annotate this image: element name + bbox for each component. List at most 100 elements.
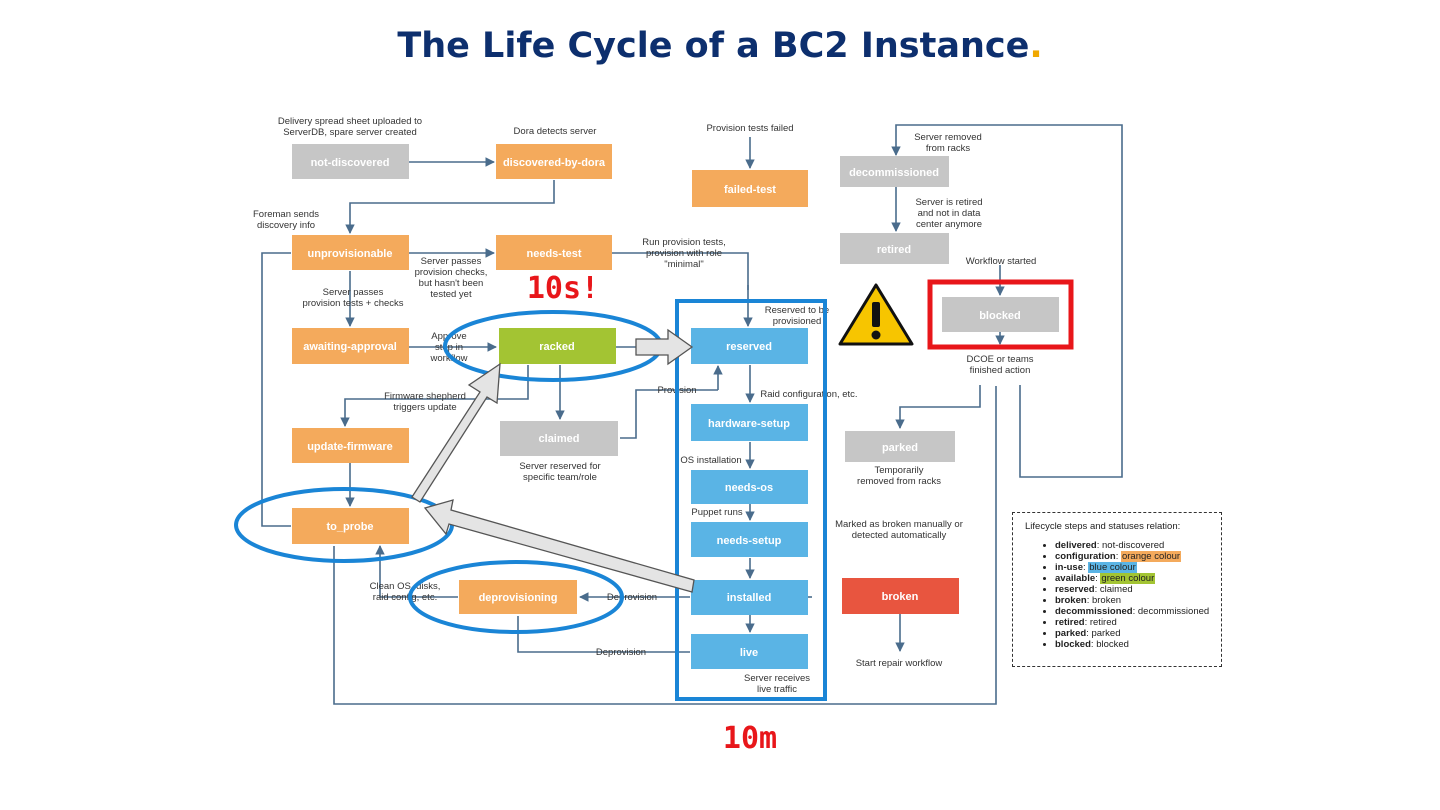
note-retired: and not in data xyxy=(918,208,982,219)
note-passes-checks: but hasn't been xyxy=(419,278,484,289)
legend-item-key: configuration xyxy=(1055,551,1116,562)
node-update-firmware: update-firmware xyxy=(292,428,409,463)
note-clean: raid config, etc. xyxy=(373,592,437,603)
legend-item: in-use: blue colour xyxy=(1055,562,1213,573)
node-needs-test: needs-test xyxy=(496,235,612,270)
svg-text:decommissioned: decommissioned xyxy=(849,167,939,179)
svg-text:hardware-setup: hardware-setup xyxy=(708,418,790,430)
legend-item-key: delivered xyxy=(1055,540,1097,551)
node-awaiting-approval: awaiting-approval xyxy=(292,328,409,364)
legend-item-value: blocked xyxy=(1096,639,1129,650)
legend-item: broken: broken xyxy=(1055,595,1213,606)
legend-item-key: parked xyxy=(1055,628,1087,639)
legend-item-key: broken xyxy=(1055,595,1087,606)
legend-item-key: available xyxy=(1055,573,1096,584)
svg-text:deprovisioning: deprovisioning xyxy=(479,592,558,604)
legend-item: parked: parked xyxy=(1055,628,1213,639)
note-broken: detected automatically xyxy=(852,530,947,541)
node-hardware-setup: hardware-setup xyxy=(691,404,808,441)
note-reserved-prov: Reserved to be xyxy=(765,305,829,316)
svg-text:discovered-by-dora: discovered-by-dora xyxy=(503,157,606,169)
legend-item-key: decommissioned xyxy=(1055,606,1133,617)
to-probe-to-racked-arrow xyxy=(411,362,501,503)
node-blocked: blocked xyxy=(942,297,1059,332)
legend-item: retired: retired xyxy=(1055,617,1213,628)
svg-text:needs-test: needs-test xyxy=(526,248,581,260)
note-approve: workflow xyxy=(430,353,468,364)
node-deprovisioning: deprovisioning xyxy=(459,580,577,614)
note-traffic: live traffic xyxy=(757,684,797,695)
legend-item-value: not-discovered xyxy=(1102,540,1165,551)
blocked-highlight-box xyxy=(927,279,1074,350)
note-workflow-started: Workflow started xyxy=(966,256,1037,267)
note-puppet: Puppet runs xyxy=(691,507,742,518)
note-srv-removed: Server removed xyxy=(914,132,982,143)
note-srv-removed: from racks xyxy=(926,143,971,154)
note-temp-removed: removed from racks xyxy=(857,476,941,487)
note-retired: center anymore xyxy=(916,219,982,230)
note-prov-failed: Provision tests failed xyxy=(706,123,793,134)
legend-item-key: blocked xyxy=(1055,639,1091,650)
svg-text:needs-setup: needs-setup xyxy=(717,535,782,547)
legend-item: available: green colour xyxy=(1055,573,1213,584)
node-racked: racked xyxy=(499,328,616,364)
node-not-discovered: not-discovered xyxy=(292,144,409,179)
legend-item-value: blue colour xyxy=(1088,562,1137,573)
legend-item-value: retired xyxy=(1089,617,1117,628)
note-deprovision: Deprovision xyxy=(607,592,657,603)
note-firmware: Firmware shepherd xyxy=(384,391,466,402)
legend-item-value: parked xyxy=(1091,628,1121,639)
note-broken: Marked as broken manually or xyxy=(835,519,963,530)
callout-fast: 10s! xyxy=(527,271,599,306)
svg-text:needs-os: needs-os xyxy=(725,482,773,494)
svg-text:retired: retired xyxy=(877,244,911,256)
racked-to-reserved-arrow xyxy=(635,328,694,366)
title-text: The Life Cycle of a BC2 Instance xyxy=(397,26,1030,66)
svg-text:blocked: blocked xyxy=(979,310,1021,322)
svg-text:installed: installed xyxy=(727,592,772,604)
legend-item-key: retired xyxy=(1055,617,1085,628)
legend-box: Lifecycle steps and statuses relation: d… xyxy=(1012,512,1222,667)
note-passes-checks: provision checks, xyxy=(415,267,488,278)
svg-text:not-discovered: not-discovered xyxy=(311,157,390,169)
callout-slow: 10m xyxy=(723,721,777,756)
node-claimed: claimed xyxy=(500,421,618,456)
note-delivery: ServerDB, spare server created xyxy=(283,127,417,138)
legend-item-value: orange colour xyxy=(1120,551,1182,562)
node-failed-test: failed-test xyxy=(692,170,808,207)
svg-text:awaiting-approval: awaiting-approval xyxy=(303,341,397,353)
legend-title: Lifecycle steps and statuses relation: xyxy=(1025,521,1181,532)
legend-item-value: green colour xyxy=(1100,573,1156,584)
note-passes-checks: tested yet xyxy=(430,289,472,300)
note-os-install: OS installation xyxy=(680,455,741,466)
node-decommissioned: decommissioned xyxy=(840,156,949,187)
warning-icon xyxy=(838,283,914,346)
node-installed: installed xyxy=(691,580,808,615)
legend-item-value: broken xyxy=(1091,595,1122,606)
note-reserved-team: specific team/role xyxy=(523,472,597,483)
svg-text:update-firmware: update-firmware xyxy=(307,441,393,453)
svg-text:racked: racked xyxy=(539,341,574,353)
title-dot: . xyxy=(1029,26,1043,66)
note-run-tests: Run provision tests, xyxy=(642,237,725,248)
note-repair: Start repair workflow xyxy=(856,658,943,669)
legend-list: delivered: not-discoveredconfiguration: … xyxy=(1021,540,1213,650)
node-live: live xyxy=(691,634,808,669)
note-firmware: triggers update xyxy=(393,402,456,413)
legend-item: blocked: blocked xyxy=(1055,639,1213,650)
diagram-nodes: not-discovered discovered-by-dora failed… xyxy=(292,144,1059,669)
note-foreman: discovery info xyxy=(257,220,315,231)
legend-item: delivered: not-discovered xyxy=(1055,540,1213,551)
note-reserved-prov: provisioned xyxy=(773,316,822,327)
legend-item: configuration: orange colour xyxy=(1055,551,1213,562)
svg-text:live: live xyxy=(740,647,758,659)
note-passes-checks: Server passes xyxy=(421,256,482,267)
node-to-probe: to_probe xyxy=(292,508,409,544)
legend-item-value: decommissioned xyxy=(1137,606,1210,617)
legend-item-key: in-use xyxy=(1055,562,1083,573)
svg-text:reserved: reserved xyxy=(726,341,772,353)
note-approve: step in xyxy=(435,342,463,353)
flow-arrows xyxy=(411,328,695,593)
legend-item-key: reserved xyxy=(1055,584,1095,595)
